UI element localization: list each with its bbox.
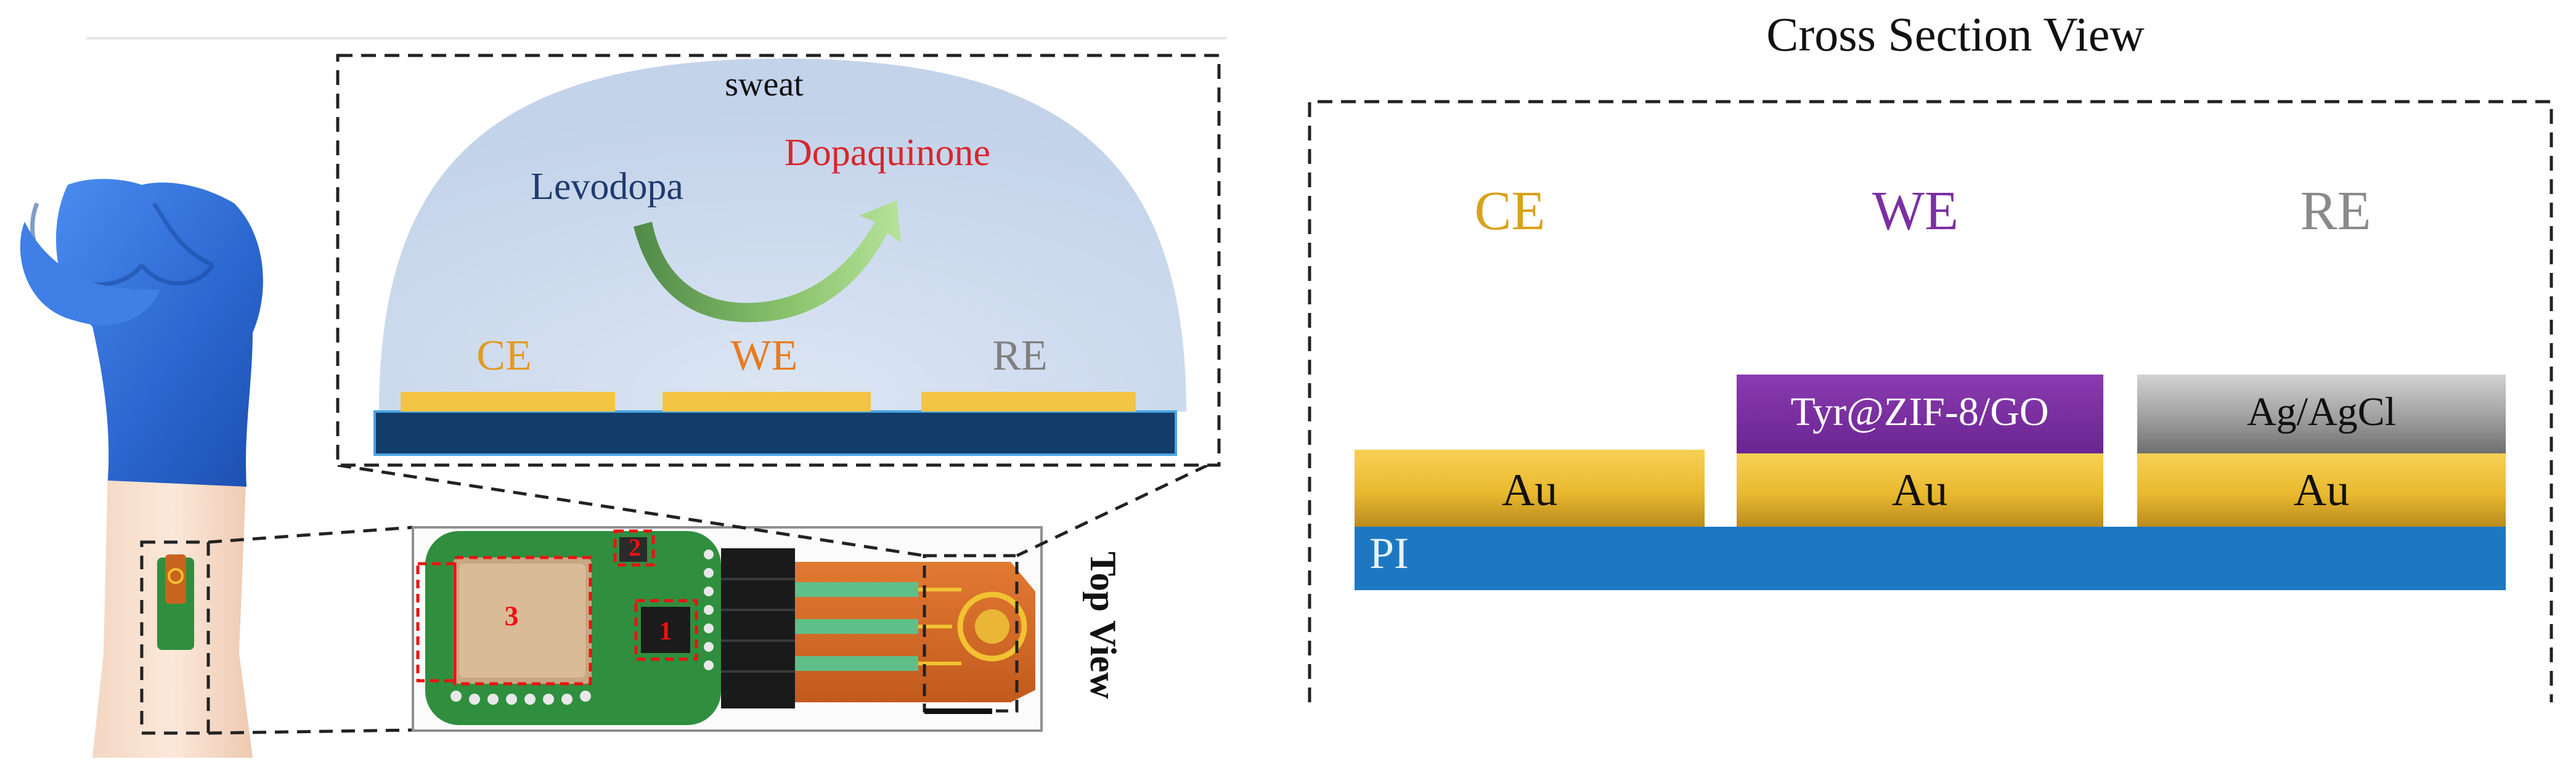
chip-3-highlight: [453, 556, 592, 686]
zoom-ce-label: CE: [476, 332, 531, 379]
flex-traces: [795, 582, 918, 671]
zoom-ce-electrode: [401, 392, 615, 412]
arm-photo: [20, 179, 263, 758]
we-coating-layer: [1737, 375, 2103, 453]
zoom-we-label: WE: [731, 332, 798, 379]
electrode-center: [975, 609, 1009, 644]
zoom-we-electrode: [662, 392, 871, 412]
cross-section-title: Cross Section View: [1766, 7, 2145, 61]
zoom-inset: CE WE RE sweat Levodopa Dopaquinone: [336, 54, 1221, 558]
ce-au-label: Au: [1502, 465, 1557, 516]
sweat-label: sweat: [725, 65, 804, 103]
glove-thumb: [20, 222, 160, 325]
re-coating-layer: [2137, 375, 2506, 453]
sweat-dome: [379, 59, 1186, 412]
top-view-label: Top View: [1083, 551, 1123, 699]
reaction-arrow: [634, 200, 901, 322]
wrist-zoom-box: [140, 540, 210, 735]
inset-connector: [1016, 463, 1209, 558]
dopaquinone-label: Dopaquinone: [785, 132, 990, 174]
connector-line: [208, 525, 414, 544]
board-connector: [721, 548, 795, 708]
we-au-label: Au: [1892, 465, 1947, 516]
cross-section-frame: [1308, 100, 2553, 702]
pcb-pads: [450, 550, 714, 705]
electrode-zoom-box: [923, 554, 1019, 713]
ce-au-layer: [1355, 450, 1705, 527]
chip-1: [641, 607, 690, 653]
cross-section: Cross Section View CE WE RE PI Au Tyr@ZI…: [1308, 7, 2553, 702]
wrist-sensor-electrode: [168, 568, 184, 584]
chip-2: [619, 537, 647, 562]
levodopa-label: Levodopa: [531, 166, 683, 208]
zoom-substrate: [373, 410, 1177, 456]
glove: [55, 179, 263, 487]
electrode-ring: [957, 591, 1027, 662]
cs-re-header: RE: [2300, 181, 2371, 241]
cs-ce-header: CE: [1474, 181, 1545, 241]
scale-bar: [924, 708, 992, 714]
we-au-layer: [1737, 453, 2103, 527]
pi-label: PI: [1369, 529, 1409, 578]
we-coating-label: Tyr@ZIF-8/GO: [1790, 389, 2048, 434]
chip-3-highlight: [416, 562, 457, 683]
wrist-sensor-flex: [165, 554, 186, 604]
chip-label-1: 1: [659, 617, 672, 646]
re-au-label: Au: [2294, 465, 2349, 516]
cs-we-header: WE: [1872, 181, 1958, 241]
re-coating-label: Ag/AgCl: [2247, 389, 2396, 434]
wifi-module-shield: [459, 564, 585, 678]
re-au-layer: [2137, 453, 2506, 527]
zoom-re-label: RE: [992, 332, 1047, 379]
chip-label-2: 2: [629, 533, 641, 561]
pi-substrate-layer: [1355, 527, 2506, 590]
zoom-re-electrode: [921, 392, 1136, 412]
connector-ribs: [721, 578, 795, 673]
connector-line: [208, 728, 414, 735]
chip-label-3: 3: [505, 600, 519, 631]
inset-connector: [337, 463, 925, 558]
chip-1-highlight: [634, 599, 698, 661]
chip-2-highlight: [613, 529, 655, 567]
board-photo: 3 2 1: [412, 526, 1043, 732]
